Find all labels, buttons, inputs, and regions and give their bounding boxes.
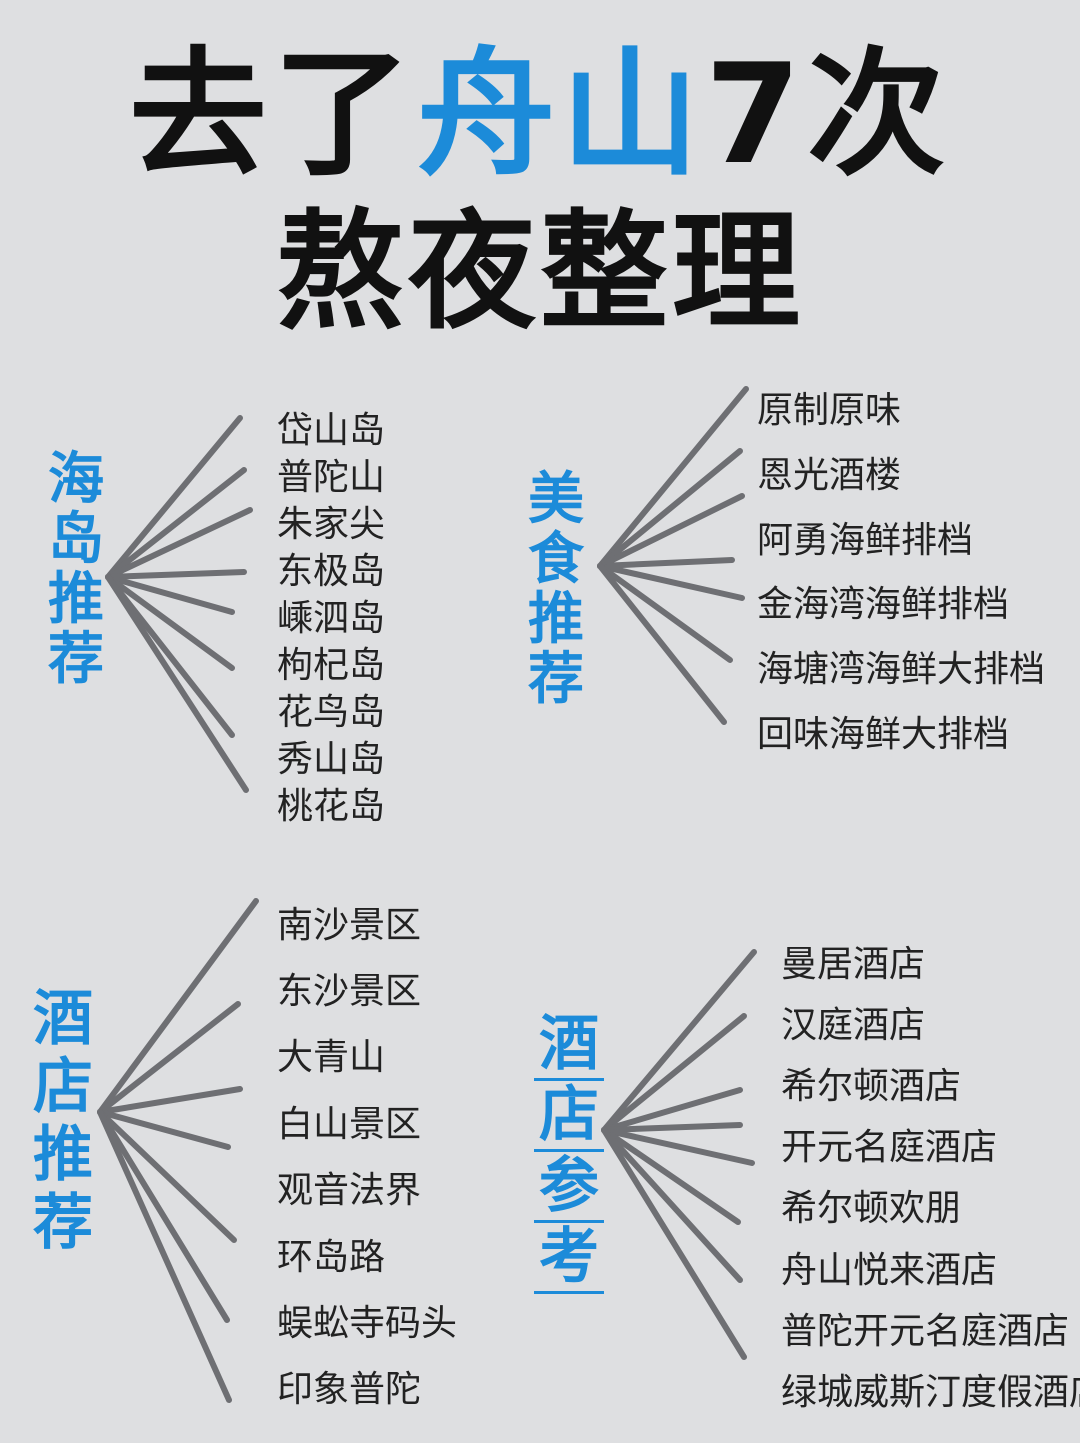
branch-line	[97, 1109, 237, 1243]
branch-line	[601, 1122, 743, 1133]
title-part1: 去了	[128, 34, 417, 195]
list-item: 原制原味	[757, 390, 902, 431]
branch-line	[597, 563, 733, 663]
list-item: 恩光酒楼	[757, 455, 902, 496]
list-item: 普陀山	[277, 457, 386, 498]
title-highlight: 舟山	[416, 34, 705, 195]
page-title: 去了舟山7次	[0, 35, 1080, 195]
list-item: 印象普陀	[277, 1369, 422, 1410]
list-item: 白山景区	[277, 1104, 422, 1145]
branch-line	[597, 557, 735, 569]
category-label-hotel-reference: 酒 店 参 考	[534, 1010, 604, 1294]
list-item: 舟山悦来酒店	[781, 1250, 998, 1291]
branch-line	[597, 493, 745, 569]
branch-line	[105, 507, 253, 580]
list-item: 枸杞岛	[277, 645, 386, 686]
branch-line	[105, 569, 247, 580]
branch-line	[601, 1127, 741, 1225]
branch-line	[597, 386, 749, 569]
list-item: 桃花岛	[277, 786, 386, 827]
branch-line	[105, 574, 235, 615]
branch-line	[97, 1109, 232, 1403]
branch-line	[597, 563, 745, 601]
list-item: 观音法界	[277, 1170, 422, 1211]
branch-line	[601, 1127, 747, 1360]
list-item: 秀山岛	[277, 739, 386, 780]
page-subtitle: 熬夜整理	[275, 198, 804, 347]
list-item: 海塘湾海鲜大排档	[757, 649, 1046, 690]
branch-line	[597, 563, 727, 725]
branch-line	[105, 467, 247, 580]
branch-line	[105, 574, 235, 671]
list-item: 绿城威斯汀度假酒店	[781, 1372, 1080, 1413]
branch-lines-hotel-recommend	[97, 898, 259, 1403]
branch-line	[97, 1109, 230, 1323]
category-label-islands: 海岛推荐	[48, 447, 104, 692]
list-item: 金海湾海鲜排档	[757, 584, 1010, 625]
category-label-food: 美食推荐	[528, 467, 584, 712]
branch-lines-hotel-reference	[601, 949, 757, 1360]
list-item: 东沙景区	[277, 971, 422, 1012]
list-item: 东极岛	[277, 551, 386, 592]
branch-line	[105, 574, 235, 738]
list-item: 蜈蚣寺码头	[277, 1303, 458, 1344]
list-item: 嵊泗岛	[277, 598, 386, 639]
list-item: 大青山	[277, 1037, 386, 1078]
branch-line	[105, 415, 243, 580]
branch-line	[97, 898, 259, 1115]
branch-lines-islands	[105, 415, 253, 793]
list-item: 南沙景区	[277, 905, 422, 946]
title-part2: 7次	[705, 34, 952, 195]
branch-line	[105, 574, 249, 793]
branch-line	[601, 1087, 743, 1133]
branch-line	[601, 1127, 755, 1166]
branch-line	[97, 1109, 231, 1150]
branch-line	[601, 1013, 747, 1133]
hotel-reference-list: 曼居酒店汉庭酒店希尔顿酒店开元名庭酒店希尔顿欢朋舟山悦来酒店普陀开元名庭酒店绿城…	[781, 0, 1080, 1443]
category-label-hotel-reference-char: 参	[534, 1152, 604, 1223]
category-label-hotel-reference-char: 店	[534, 1081, 604, 1152]
list-item: 回味海鲜大排档	[757, 714, 1010, 755]
branch-line	[97, 1086, 243, 1115]
category-label-hotel-reference-char: 考	[534, 1223, 604, 1294]
branch-line	[601, 1127, 743, 1283]
list-item: 希尔顿欢朋	[781, 1188, 962, 1229]
category-label-hotel-recommend: 酒店推荐	[33, 984, 93, 1258]
branch-line	[597, 448, 743, 569]
list-item: 开元名庭酒店	[781, 1127, 998, 1168]
list-item: 普陀开元名庭酒店	[781, 1311, 1070, 1352]
branch-lines-food	[597, 386, 749, 725]
branch-line	[601, 949, 757, 1133]
list-item: 曼居酒店	[781, 944, 926, 985]
list-item: 环岛路	[277, 1237, 386, 1278]
list-item: 花鸟岛	[277, 692, 386, 733]
list-item: 阿勇海鲜排档	[757, 520, 974, 561]
list-item: 朱家尖	[277, 504, 386, 545]
list-item: 希尔顿酒店	[781, 1066, 962, 1107]
list-item: 汉庭酒店	[781, 1005, 926, 1046]
branch-line	[97, 1001, 241, 1115]
list-item: 岱山岛	[277, 410, 386, 451]
category-label-hotel-reference-char: 酒	[534, 1010, 604, 1081]
